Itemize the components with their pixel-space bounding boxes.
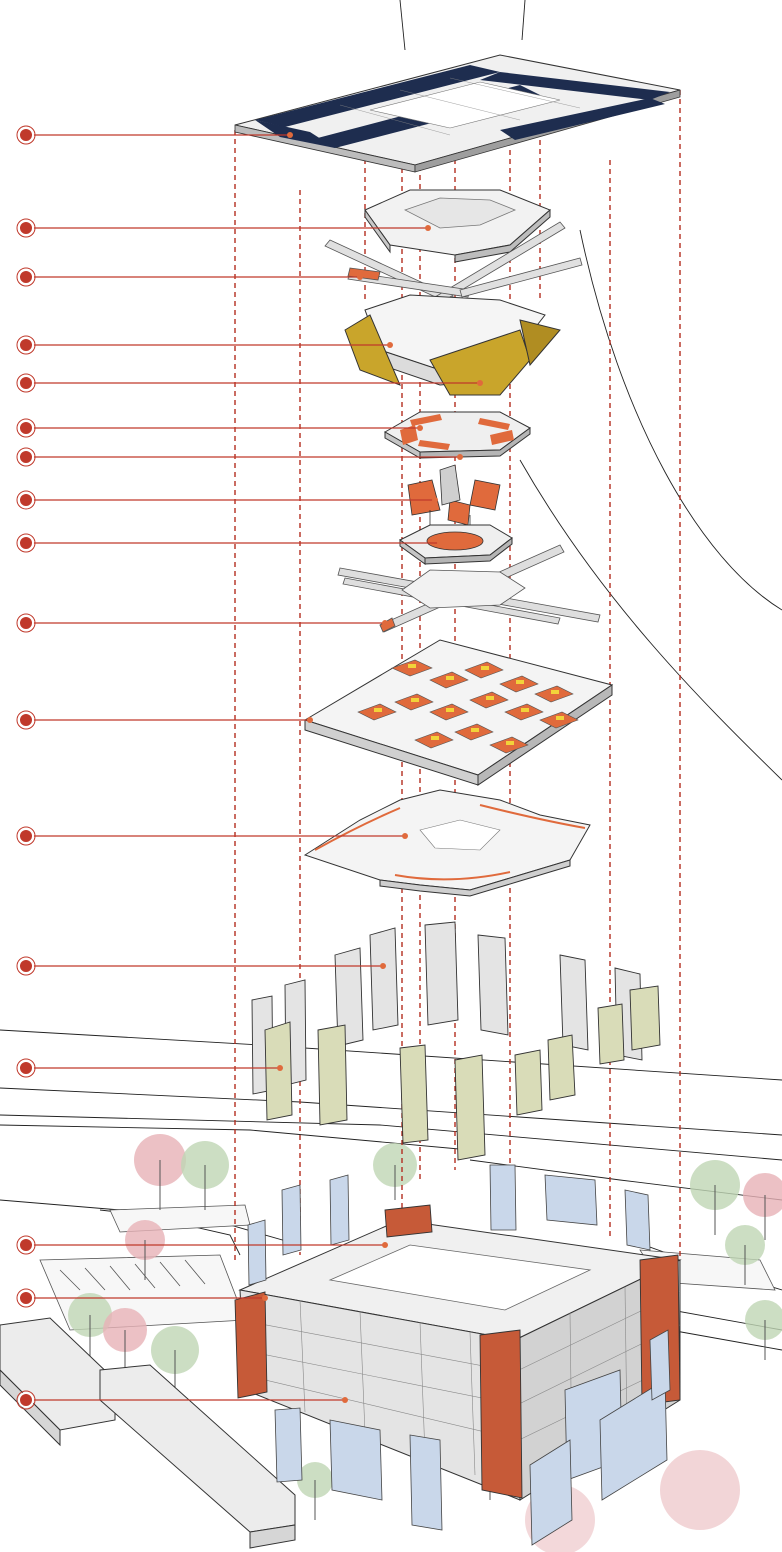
marker-facade-green — [16, 1058, 283, 1078]
marker-gold-cladding — [16, 373, 483, 393]
marker-skylight — [16, 218, 431, 238]
neighbor-buildings — [0, 1317, 296, 1549]
core-walls — [234, 1204, 681, 1499]
marker-upper-deck-people — [16, 447, 463, 467]
platform — [399, 524, 513, 565]
dome-shell — [344, 294, 561, 396]
stair-floor — [303, 789, 591, 897]
glass-panels — [247, 1164, 671, 1546]
ground-lines — [0, 0, 782, 1351]
marker-platform — [16, 533, 443, 553]
tree — [660, 1450, 740, 1530]
marker-structural-frame — [16, 1235, 388, 1255]
cross-beams — [337, 544, 601, 633]
tree — [125, 1220, 165, 1280]
facade-green-fins — [264, 985, 661, 1161]
tree — [103, 1308, 147, 1375]
tree — [68, 1293, 112, 1360]
office-pods — [357, 659, 579, 754]
callout-leaders — [26, 134, 480, 1401]
tree — [297, 1462, 333, 1520]
tree — [134, 1134, 186, 1210]
skylight — [364, 189, 551, 263]
roof-truss — [324, 221, 583, 307]
marker-orange-sails — [16, 490, 438, 510]
tree — [743, 1173, 782, 1240]
tree — [373, 1143, 417, 1200]
tree — [690, 1160, 740, 1235]
tree — [745, 1300, 782, 1360]
marker-dome-shell — [16, 335, 393, 355]
office-floor — [303, 639, 614, 786]
marker-stair-floor — [16, 826, 408, 846]
marker-facade-white — [16, 956, 386, 976]
marker-cross-beams — [16, 613, 388, 633]
tree — [181, 1141, 229, 1210]
marker-glass-panels — [16, 1390, 348, 1410]
upper-deck — [383, 411, 531, 459]
marker-upper-deck — [16, 418, 423, 438]
marker-office-floor — [16, 710, 313, 730]
roof-solar-plane — [234, 54, 681, 173]
marker-roof-solar — [16, 125, 293, 145]
marker-core-walls — [16, 1288, 268, 1308]
tree — [725, 1225, 765, 1285]
callout-markers — [16, 125, 483, 1410]
marker-roof-truss — [16, 267, 363, 287]
facade-white-fins — [251, 921, 643, 1095]
